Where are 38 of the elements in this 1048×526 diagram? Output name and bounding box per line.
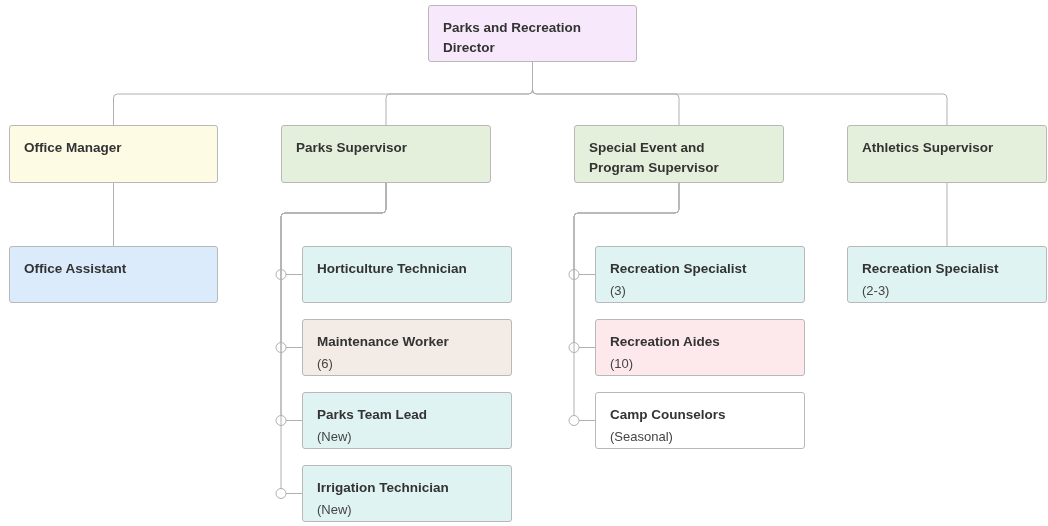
role-title: Camp Counselors [610, 406, 727, 424]
role-box [9, 125, 218, 183]
role-note: (6) [317, 355, 334, 372]
role-box [595, 319, 805, 376]
role-box [428, 5, 637, 62]
role-title: Recreation Specialist [862, 260, 1000, 278]
role-box [574, 125, 784, 183]
role-box [595, 246, 805, 303]
role-title: Horticulture Technician [317, 260, 468, 278]
role-title: Parks and Recreation Director [443, 19, 583, 57]
role-note: (3) [610, 282, 627, 299]
role-box [302, 392, 512, 449]
role-title: Maintenance Worker [317, 333, 450, 351]
role-title: Recreation Specialist [610, 260, 748, 278]
role-box [302, 246, 512, 303]
role-note: (New) [317, 428, 353, 445]
role-note: (2-3) [862, 282, 891, 299]
role-title: Athletics Supervisor [862, 139, 995, 157]
role-title: Parks Team Lead [317, 406, 429, 424]
connector-line [568, 182, 680, 426]
role-title: Recreation Aides [610, 333, 721, 351]
connector-line [946, 182, 948, 247]
role-title: Parks Supervisor [296, 139, 409, 157]
role-box [9, 246, 218, 303]
role-note: (New) [317, 501, 353, 518]
role-note: (10) [610, 355, 635, 372]
role-box [302, 319, 512, 376]
role-box [847, 246, 1047, 303]
role-title: Office Manager [24, 139, 123, 157]
role-box [847, 125, 1047, 183]
role-title: Irrigation Technician [317, 479, 450, 497]
connector-line [113, 182, 114, 247]
role-note: (Seasonal) [610, 428, 674, 445]
role-box [281, 125, 491, 183]
role-box [302, 465, 512, 522]
role-title: Office Assistant [24, 260, 128, 278]
role-box [595, 392, 805, 449]
role-title: Special Event and Program Supervisor [589, 139, 720, 177]
